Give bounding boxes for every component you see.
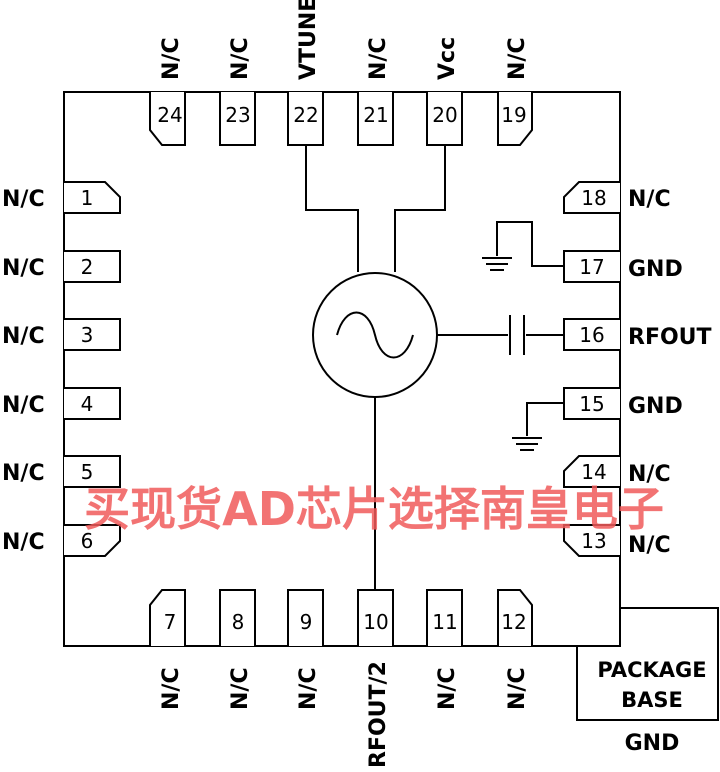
pin-19-label: N/C (505, 37, 530, 80)
pin-17-label: GND (628, 257, 683, 282)
pin-23: 23 N/C (219, 37, 256, 146)
pin-4: 4 N/C (2, 387, 121, 420)
pin-6: 6 N/C (2, 524, 121, 557)
gnd15-wire (526, 402, 564, 436)
pin-5: 5 N/C (2, 455, 121, 488)
pin-10-label: RFOUT/2 (366, 661, 391, 768)
pin-1-label: N/C (2, 187, 45, 212)
package-outline (63, 91, 621, 647)
pin-6-label: N/C (2, 530, 45, 555)
pin-22-label: VTUNE (296, 0, 321, 80)
pin-23-number: 23 (225, 103, 250, 127)
pin-3-label: N/C (2, 324, 45, 349)
pin-24-number: 24 (157, 103, 182, 127)
pin-8: 8 N/C (219, 589, 256, 710)
pin-10: 10 RFOUT/2 (357, 589, 394, 768)
pin-18-label: N/C (628, 187, 671, 212)
vtune-wire (305, 145, 359, 272)
pin-10-number: 10 (363, 610, 388, 634)
pin-15-label: GND (628, 394, 683, 419)
sine-wave-icon (336, 311, 414, 359)
package-base: PACKAGE BASE GND (576, 607, 719, 756)
top-pins: 24 N/C 23 N/C 22 VTUNE 21 N/C 20 Vcc (149, 0, 533, 146)
pin-3: 3 N/C (2, 318, 121, 351)
pin-12-number: 12 (501, 610, 526, 634)
pin-18-number: 18 (581, 186, 606, 210)
pin-24-label: N/C (159, 37, 184, 80)
pin-7-number: 7 (164, 610, 177, 634)
pin-19-number: 19 (501, 103, 526, 127)
vcc-wire (394, 145, 446, 272)
pin-15: 15 GND (563, 387, 683, 420)
pin-2-number: 2 (81, 255, 94, 279)
pin-14: 14 N/C (563, 455, 671, 488)
pin-20: 20 Vcc (426, 37, 463, 146)
pin-1-number: 1 (81, 186, 94, 210)
pin-1: 1 N/C (2, 181, 121, 214)
package-base-gnd-label: GND (625, 731, 680, 756)
ground-icon-17 (482, 257, 512, 271)
pin-4-number: 4 (81, 392, 94, 416)
pin-16-label: RFOUT (628, 325, 712, 350)
pin-13: 13 N/C (563, 524, 671, 558)
pin-13-label: N/C (628, 533, 671, 558)
pin-14-label: N/C (628, 462, 671, 487)
pin-16-number: 16 (579, 323, 604, 347)
pin-22: 22 VTUNE (287, 0, 324, 146)
pin-3-number: 3 (81, 323, 94, 347)
pin-24: 24 N/C (149, 37, 186, 146)
pin-7-label: N/C (159, 667, 184, 710)
pin-12-label: N/C (505, 667, 530, 710)
package-base-line1: PACKAGE (597, 658, 706, 682)
pin-9-label: N/C (296, 667, 321, 710)
left-pins: 1 N/C 2 N/C 3 N/C 4 N/C 5 N/C 6 N/C (2, 181, 121, 557)
watermark-text: 买现货AD芯片选择南皇电子 (84, 482, 664, 536)
pin-15-number: 15 (579, 392, 604, 416)
pin-23-label: N/C (228, 37, 253, 80)
bottom-pins: 7 N/C 8 N/C 9 N/C 10 RFOUT/2 11 N/C 12 N… (149, 589, 533, 768)
pin-7: 7 N/C (149, 589, 186, 710)
pin-11-label: N/C (435, 667, 460, 710)
package-base-line2: BASE (621, 688, 683, 712)
pin-11: 11 N/C (426, 589, 463, 710)
ground-icon-15 (512, 437, 542, 451)
pin-9: 9 N/C (287, 589, 324, 710)
pin-21-number: 21 (363, 103, 388, 127)
pin-4-label: N/C (2, 393, 45, 418)
pin-5-number: 5 (81, 460, 94, 484)
pin-5-label: N/C (2, 461, 45, 486)
pin-8-number: 8 (232, 610, 245, 634)
pin-20-number: 20 (432, 103, 457, 127)
internal-circuit (305, 145, 564, 590)
pin-12: 12 N/C (497, 589, 533, 710)
pin-20-label: Vcc (435, 37, 460, 80)
pin-6-number: 6 (81, 529, 94, 553)
pin-14-number: 14 (581, 460, 606, 484)
pin-11-number: 11 (432, 610, 457, 634)
pin-2-label: N/C (2, 256, 45, 281)
pin-17-number: 17 (579, 255, 604, 279)
pin-17: 17 GND (563, 250, 683, 283)
pin-19: 19 N/C (497, 37, 533, 146)
pin-22-number: 22 (293, 103, 318, 127)
pin-2: 2 N/C (2, 250, 121, 283)
right-pins: 18 N/C 17 GND 16 RFOUT 15 GND 14 N/C 13 … (563, 181, 712, 558)
gnd17-wire (496, 221, 564, 267)
pin-13-number: 13 (581, 529, 606, 553)
pin-21-label: N/C (366, 37, 391, 80)
pin-16: 16 RFOUT (563, 318, 712, 351)
pin-18: 18 N/C (563, 181, 671, 214)
pin-9-number: 9 (300, 610, 313, 634)
pin-8-label: N/C (228, 667, 253, 710)
pin-21: 21 N/C (357, 37, 394, 146)
